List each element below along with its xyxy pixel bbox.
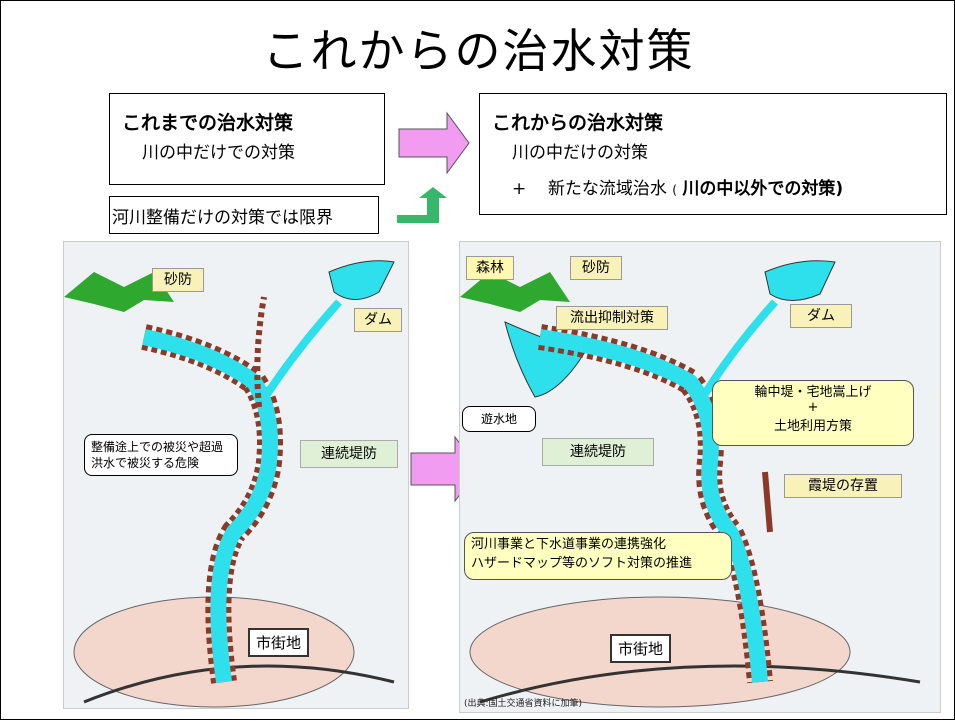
ring-levee-callout: 輪中堤・宅地嵩上げ + 土地利用方策: [712, 380, 914, 446]
tributary: [696, 299, 778, 405]
soft-measures-callout: 河川事業と下水道事業の連携強化 ハザードマップ等のソフト対策の推進: [464, 532, 732, 580]
plus-bold: 川の中以外での対策: [682, 179, 836, 199]
river: [142, 329, 278, 684]
ring-levee-line1: 輪中堤・宅地嵩上げ: [754, 385, 872, 400]
green-up-arrow: [397, 187, 447, 223]
dam-label: ダム: [354, 308, 402, 332]
sabo-label: 砂防: [570, 256, 622, 280]
top-arrow: [398, 111, 470, 175]
soft-line1: 河川事業と下水道事業の連携強化: [471, 537, 667, 552]
forest-label: 森林: [466, 256, 514, 280]
old-policy-heading: これまでの治水対策: [122, 112, 294, 134]
ground-line: [479, 664, 921, 704]
levee-label: 連続堤防: [300, 440, 398, 468]
tributary: [258, 299, 342, 405]
forest-shape: [460, 272, 570, 312]
ring-levee-line2: 土地利用方策: [773, 419, 852, 434]
ground-line: [83, 664, 395, 704]
old-policy-sub: 川の中だけでの対策: [142, 143, 295, 163]
new-policy-plus: + 新たな流域治水 ( 川の中以外での対策): [512, 174, 843, 199]
plus-sign: +: [512, 179, 527, 199]
plus-text: 新たな流域治水: [547, 179, 667, 199]
ring-levee-plus: +: [807, 400, 819, 415]
new-policy-heading: これからの治水対策: [492, 112, 664, 134]
right-panel: 森林 砂防 ダム 流出抑制対策 遊水地 輪中堤・宅地嵩上げ + 土地利用方策 連…: [459, 241, 941, 713]
limit-text: 河川整備だけの対策では限界: [112, 208, 333, 228]
new-policy-sub: 川の中だけの対策: [512, 143, 648, 163]
retention-label: 遊水地: [462, 406, 536, 432]
dam-reservoir: [328, 260, 395, 300]
sabo-label: 砂防: [152, 268, 204, 292]
dam-label: ダム: [790, 304, 852, 328]
river: [538, 329, 768, 683]
open-levee-label: 霞堤の存置: [784, 474, 902, 498]
paren-open: (: [672, 183, 677, 197]
left-diagram: [64, 260, 395, 708]
soft-line2: ハザードマップ等のソフト対策の推進: [471, 556, 693, 571]
city-label: 市街地: [248, 628, 310, 657]
page-title: これからの治水対策: [262, 24, 695, 78]
old-policy-box: これまでの治水対策 川の中だけでの対策: [109, 93, 385, 185]
paren-close: ): [835, 179, 844, 199]
dam-reservoir: [764, 260, 836, 301]
risk-note: 整備途上での被災や超過洪水で被災する危険: [84, 434, 238, 476]
source-note: (出典:国土交通省資料に加筆): [464, 699, 583, 709]
city-label: 市街地: [610, 634, 672, 663]
limit-box: 河川整備だけの対策では限界: [109, 196, 379, 234]
new-policy-box: これからの治水対策 川の中だけの対策 + 新たな流域治水 ( 川の中以外での対策…: [479, 93, 947, 215]
open-levee: [762, 471, 773, 533]
runoff-label: 流出抑制対策: [556, 306, 668, 330]
levee-label: 連続堤防: [542, 438, 654, 466]
left-panel: 砂防 ダム 連続堤防 整備途上での被災や超過洪水で被災する危険 市街地: [63, 241, 409, 709]
tributary-dashed: [254, 296, 267, 408]
forest-shape: [64, 272, 174, 312]
